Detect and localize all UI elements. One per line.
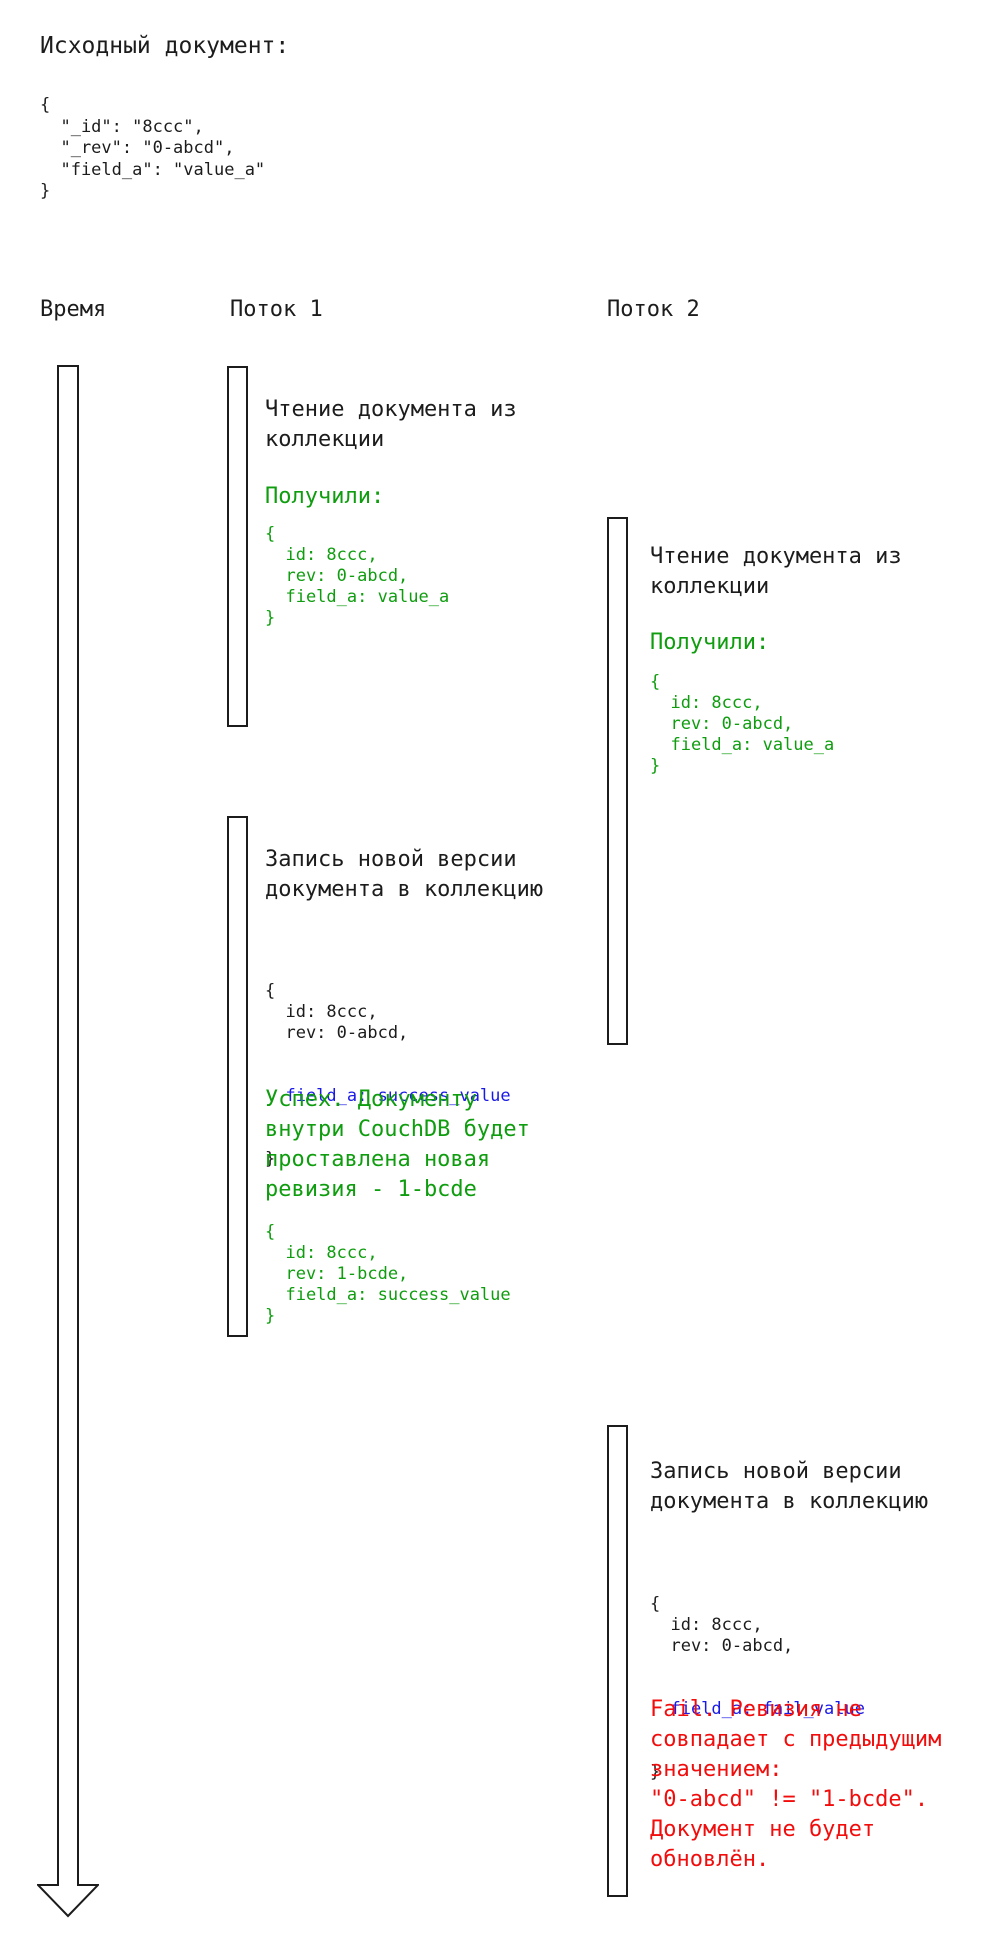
time-arrow-shape: [37, 365, 99, 1918]
thread1-write-outcome-text: Успех. Документу внутри CouchDB будет пр…: [265, 1087, 530, 1202]
thread1-read-title: Чтение документа из коллекции: [265, 397, 517, 452]
thread1-write-request-code: { id: 8ccc, rev: 0-abcd, field_a: succes…: [265, 939, 511, 1212]
thread1-activation-write: [227, 816, 248, 1337]
intro-code: { "_id": "8ccc", "_rev": "0-abcd", "fiel…: [40, 95, 266, 201]
thread1-write-request-code-tail: }: [265, 1149, 276, 1169]
thread2-write-request-code-head: { id: 8ccc, rev: 0-abcd,: [650, 1594, 794, 1656]
time-lane-label: Время: [40, 297, 107, 322]
thread1-write-request-code-changed-line: field_a: success_value: [265, 1086, 511, 1106]
thread1-lane-label: Поток 1: [230, 297, 323, 322]
time-arrow: [37, 365, 99, 1918]
intro-title: Исходный документ:: [40, 33, 290, 59]
thread1-activation-read: [227, 366, 248, 727]
thread2-read-result-label: Получили:: [650, 630, 770, 655]
thread1-write-outcome-code: { id: 8ccc, rev: 1-bcde, field_a: succes…: [265, 1222, 511, 1326]
thread2-read-result-code: { id: 8ccc, rev: 0-abcd, field_a: value_…: [650, 672, 835, 776]
thread1-write-title: Запись новой версии документа в коллекци…: [265, 847, 544, 902]
thread2-write-outcome-text: Fail. Ревизия не совпадает с предыдущим …: [650, 1697, 942, 1872]
thread2-activation-read: [607, 517, 628, 1045]
thread1-read-result-code: { id: 8ccc, rev: 0-abcd, field_a: value_…: [265, 524, 450, 628]
thread2-write-request-code: { id: 8ccc, rev: 0-abcd, field_a: fail_v…: [650, 1552, 865, 1825]
thread2-write-request-code-changed-line: field_a: fail_value: [650, 1699, 865, 1719]
thread2-lane-label: Поток 2: [607, 297, 700, 322]
thread2-write-title: Запись новой версии документа в коллекци…: [650, 1459, 929, 1514]
thread2-read-title: Чтение документа из коллекции: [650, 544, 902, 599]
thread2-write-request-code-tail: }: [650, 1762, 661, 1782]
thread1-read-result-label: Получили:: [265, 484, 385, 509]
thread1-write-request-code-head: { id: 8ccc, rev: 0-abcd,: [265, 981, 409, 1043]
thread2-activation-write: [607, 1425, 628, 1897]
